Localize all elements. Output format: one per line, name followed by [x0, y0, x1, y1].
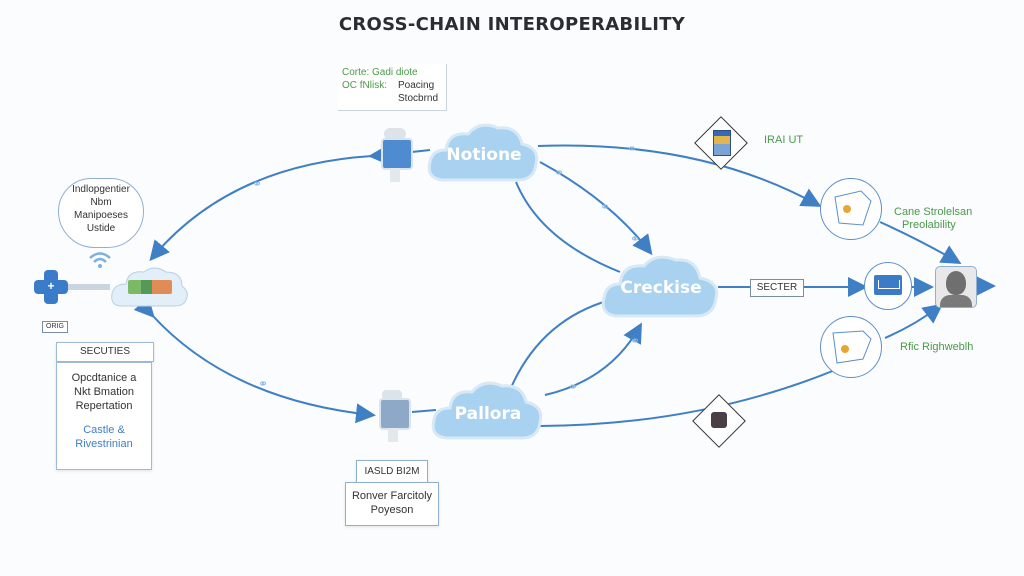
hub-cloud[interactable]: [110, 262, 190, 312]
securities-header-text: SECUTIES: [79, 346, 130, 357]
securities-highlight: Rivestrinian: [75, 438, 133, 450]
securities-box: Opcdtanice a Nkt Bmation Repertation Cas…: [56, 362, 152, 470]
wifi-icon: [88, 250, 112, 270]
bubble-line: Manipoeses: [74, 210, 128, 221]
arc-bottom-to-center-2: [544, 322, 642, 396]
chain-link-icon: ⚭: [627, 142, 638, 156]
top-note-dark: Poacing: [398, 80, 435, 91]
bottom-box: Ronver Farcitoly Poyeson: [345, 482, 439, 526]
circle-top-right-label: Preolability: [902, 219, 956, 231]
diamond-top-label: IRAI UT: [764, 134, 804, 146]
bottom-box-header-text: IASLD BI2M: [364, 466, 420, 477]
chain-link-icon: ⚭: [600, 200, 611, 214]
top-note-dark: Stocbrnd: [398, 93, 439, 104]
diagram-title: CROSS-CHAIN INTEROPERABILITY: [338, 14, 686, 35]
circle-top-right[interactable]: [820, 178, 882, 240]
wallet-shield-icon: [834, 190, 872, 226]
diamond-top[interactable]: [694, 116, 748, 170]
laptop-icon: [874, 275, 902, 295]
line-bottom-device-cloud: [411, 409, 437, 413]
document-icon: [713, 130, 731, 156]
cloud-notione-label: Notione: [446, 145, 522, 165]
top-note: Corte: Gadi diote OC fNlisk: Poacing Sto…: [338, 64, 447, 111]
colored-blocks-icon: [128, 280, 172, 294]
diamond-bottom[interactable]: [692, 394, 746, 448]
arc-top-cloud-to-right: [537, 144, 822, 207]
chain-link-icon: ⚭: [630, 232, 641, 246]
sector-tag[interactable]: SECTER: [750, 279, 804, 297]
arc-hub-to-top: [149, 145, 389, 262]
top-note-green: Corte: Gadi diote: [342, 67, 418, 78]
arc-bottom-to-right: [539, 369, 836, 427]
chain-link-icon: ⚭: [258, 377, 269, 391]
bottom-box-line: Ronver Farcitoly: [351, 490, 433, 502]
laptop-circle[interactable]: [864, 262, 912, 310]
securities-highlight: Castle &: [83, 424, 125, 436]
chain-link-icon: ⚭: [568, 380, 579, 394]
securities-line: Nkt Bmation: [74, 386, 134, 398]
bubble-line: Indlopgentier: [72, 184, 130, 195]
bottom-device[interactable]: [376, 390, 411, 450]
arc-bottom-to-center: [509, 299, 611, 391]
arc-right-to-avatar: [884, 303, 944, 339]
network-node-icon: [381, 138, 413, 170]
securities-header: SECUTIES: [56, 342, 154, 362]
circle-top-right-label: Cane Strolelsan: [894, 206, 973, 218]
cloud-pallora[interactable]: Pallora: [430, 376, 546, 446]
wallet-shield-icon: [832, 330, 872, 364]
arc-hub-to-bottom: [133, 296, 376, 424]
cloud-creckise-label: Creckise: [620, 278, 702, 298]
orig-tag: ORIG: [42, 321, 68, 333]
chain-link-icon: ⚭: [630, 334, 641, 348]
chain-link-icon: ⚭: [252, 177, 263, 191]
arc-top-cloud-to-center: [539, 161, 653, 256]
plus-node[interactable]: +: [34, 270, 68, 304]
bottom-box-line: Poyeson: [370, 504, 414, 516]
person-portrait-icon: [946, 271, 966, 295]
arc-top-cloud-down: [515, 181, 621, 273]
securities-line: Repertation: [75, 400, 133, 412]
arc-topright-to-avatar: [879, 221, 962, 265]
cloud-pallora-label: Pallora: [454, 404, 522, 424]
bottom-box-header: IASLD BI2M: [356, 460, 428, 484]
top-device[interactable]: [378, 120, 413, 184]
line-top-device-cloud: [411, 149, 431, 153]
bubble-line: Nbm: [90, 197, 112, 208]
bubble-line: Ustide: [86, 223, 116, 234]
securities-line: Opcdtanice a: [71, 372, 137, 384]
cloud-notione[interactable]: Notione: [426, 118, 542, 188]
chain-link-icon: ⚭: [554, 166, 565, 180]
network-node-icon: [379, 398, 411, 430]
dark-app-icon: [711, 412, 727, 428]
cloud-creckise[interactable]: Creckise: [600, 250, 722, 324]
circle-bottom-right-label: Rfic Righweblh: [900, 341, 974, 353]
avatar[interactable]: [935, 266, 977, 308]
top-note-green: OC fNlisk:: [342, 80, 387, 91]
circle-bottom-right[interactable]: [820, 316, 882, 378]
speech-bubble: Indlopgentier Nbm Manipoeses Ustide: [58, 178, 144, 248]
